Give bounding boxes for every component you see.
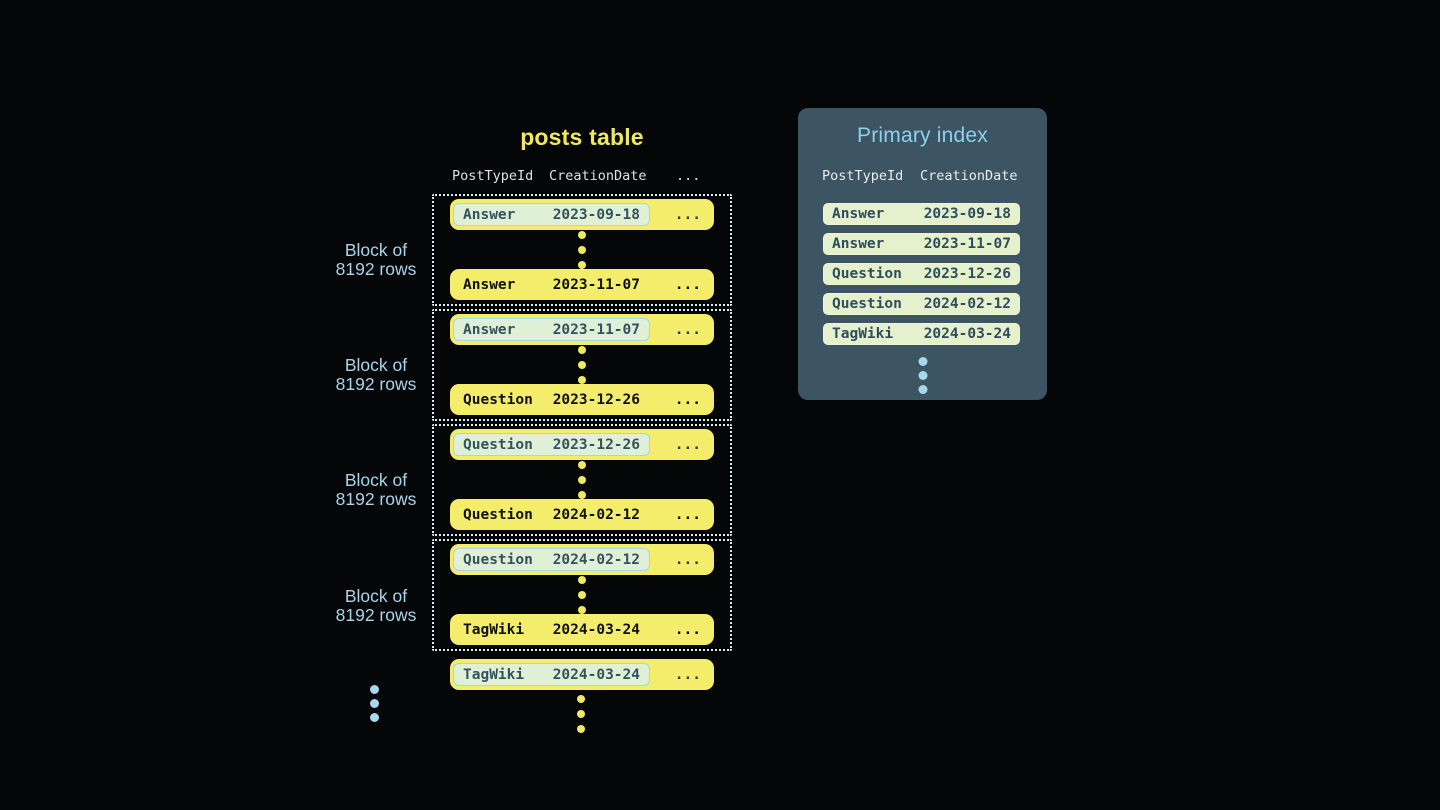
block-label-line1: Block of xyxy=(344,240,408,260)
cell-creationdate: 2024-03-24 xyxy=(552,666,640,683)
index-column-header-creationdate: CreationDate xyxy=(920,168,1018,184)
indexed-columns-highlight: TagWiki 2024-03-24 xyxy=(453,663,650,686)
cell-creationdate: 2024-03-24 xyxy=(552,621,640,638)
cell-creationdate: 2023-12-26 xyxy=(552,436,640,453)
index-entry: Question 2023-12-26 xyxy=(823,263,1020,285)
cell-creationdate: 2023-09-18 xyxy=(552,206,640,223)
more-index-entries-ellipsis-dots xyxy=(918,357,927,394)
row-block-3: Question 2023-12-26 ... Question 2024-02… xyxy=(432,424,732,536)
entry-posttypeid: Question xyxy=(832,266,902,282)
index-entry: TagWiki 2024-03-24 xyxy=(823,323,1020,345)
cell-creationdate: 2023-12-26 xyxy=(552,391,640,408)
row-columns: Answer 2023-11-07 xyxy=(453,273,650,296)
table-row: Answer 2023-11-07 ... xyxy=(450,314,714,345)
cell-creationdate: 2023-11-07 xyxy=(552,276,640,293)
entry-posttypeid: TagWiki xyxy=(832,326,894,342)
vertical-ellipsis-dots xyxy=(578,230,586,269)
posts-column-header-posttypeid: PostTypeId xyxy=(452,168,534,184)
more-rows-ellipsis-dots xyxy=(577,695,585,733)
block-size-label-4: Block of 8192 rows xyxy=(316,587,436,625)
row-more-columns: ... xyxy=(674,391,701,408)
row-columns: Question 2023-12-26 xyxy=(453,388,650,411)
table-row: Question 2024-02-12 ... xyxy=(450,544,714,575)
table-row: Question 2024-02-12 ... xyxy=(450,499,714,530)
table-row: Answer 2023-11-07 ... xyxy=(450,269,714,300)
cell-creationdate: 2024-02-12 xyxy=(552,506,640,523)
cell-posttypeid: Answer xyxy=(463,321,516,338)
entry-creationdate: 2024-02-12 xyxy=(923,296,1011,312)
index-entry: Answer 2023-09-18 xyxy=(823,203,1020,225)
cell-posttypeid: Question xyxy=(463,436,533,453)
cell-posttypeid: Question xyxy=(463,551,533,568)
indexed-columns-highlight: Question 2023-12-26 xyxy=(453,433,650,456)
block-label-line1: Block of xyxy=(344,355,408,375)
vertical-ellipsis-dots xyxy=(578,575,586,614)
table-row: Answer 2023-09-18 ... xyxy=(450,199,714,230)
cell-creationdate: 2024-02-12 xyxy=(552,551,640,568)
row-more-columns: ... xyxy=(674,621,701,638)
block-size-label-1: Block of 8192 rows xyxy=(316,241,436,279)
indexed-columns-highlight: Answer 2023-09-18 xyxy=(453,203,650,226)
index-entries: Answer 2023-09-18 Answer 2023-11-07 Ques… xyxy=(823,203,1020,345)
cell-creationdate: 2023-11-07 xyxy=(552,321,640,338)
table-row: Question 2023-12-26 ... xyxy=(450,429,714,460)
vertical-ellipsis-dots xyxy=(578,345,586,384)
table-row: TagWiki 2024-03-24 ... xyxy=(450,614,714,645)
index-column-header-posttypeid: PostTypeId xyxy=(822,168,904,184)
posts-table-blocks: Answer 2023-09-18 ... Answer 2023-11-07 … xyxy=(432,194,732,654)
cell-posttypeid: Answer xyxy=(463,206,516,223)
primary-index-title: Primary index xyxy=(857,124,988,147)
block-size-label-3: Block of 8192 rows xyxy=(316,471,436,509)
cell-posttypeid: TagWiki xyxy=(463,621,525,638)
vertical-ellipsis-dots xyxy=(578,460,586,499)
row-more-columns: ... xyxy=(674,551,701,568)
posts-column-header-more: ... xyxy=(676,168,701,184)
table-row: Question 2023-12-26 ... xyxy=(450,384,714,415)
entry-posttypeid: Question xyxy=(832,296,902,312)
block-label-line2: 8192 rows xyxy=(335,489,417,509)
row-more-columns: ... xyxy=(674,666,701,683)
block-label-line2: 8192 rows xyxy=(335,374,417,394)
cell-posttypeid: Question xyxy=(463,391,533,408)
table-row-overflow: TagWiki 2024-03-24 ... xyxy=(450,659,714,690)
row-block-2: Answer 2023-11-07 ... Question 2023-12-2… xyxy=(432,309,732,421)
row-more-columns: ... xyxy=(674,276,701,293)
row-block-1: Answer 2023-09-18 ... Answer 2023-11-07 … xyxy=(432,194,732,306)
block-label-line1: Block of xyxy=(344,586,408,606)
row-more-columns: ... xyxy=(674,321,701,338)
row-more-columns: ... xyxy=(674,206,701,223)
cell-posttypeid: Question xyxy=(463,506,533,523)
index-entry: Question 2024-02-12 xyxy=(823,293,1020,315)
block-label-line2: 8192 rows xyxy=(335,259,417,279)
row-more-columns: ... xyxy=(674,506,701,523)
row-columns: Question 2024-02-12 xyxy=(453,503,650,526)
entry-posttypeid: Answer xyxy=(832,206,885,222)
row-more-columns: ... xyxy=(674,436,701,453)
index-entry: Answer 2023-11-07 xyxy=(823,233,1020,255)
cell-posttypeid: TagWiki xyxy=(463,666,525,683)
entry-posttypeid: Answer xyxy=(832,236,885,252)
block-label-line2: 8192 rows xyxy=(335,605,417,625)
row-block-4: Question 2024-02-12 ... TagWiki 2024-03-… xyxy=(432,539,732,651)
primary-index-panel: Primary index PostTypeId CreationDate An… xyxy=(798,108,1047,400)
entry-creationdate: 2023-11-07 xyxy=(923,236,1011,252)
posts-table-title: posts table xyxy=(520,124,644,150)
cell-posttypeid: Answer xyxy=(463,276,516,293)
indexed-columns-highlight: Answer 2023-11-07 xyxy=(453,318,650,341)
block-size-label-2: Block of 8192 rows xyxy=(316,356,436,394)
posts-column-header-creationdate: CreationDate xyxy=(549,168,647,184)
entry-creationdate: 2023-12-26 xyxy=(923,266,1011,282)
block-label-line1: Block of xyxy=(344,470,408,490)
row-columns: TagWiki 2024-03-24 xyxy=(453,618,650,641)
indexed-columns-highlight: Question 2024-02-12 xyxy=(453,548,650,571)
entry-creationdate: 2023-09-18 xyxy=(923,206,1011,222)
more-blocks-ellipsis-dots xyxy=(370,685,379,722)
entry-creationdate: 2024-03-24 xyxy=(923,326,1011,342)
